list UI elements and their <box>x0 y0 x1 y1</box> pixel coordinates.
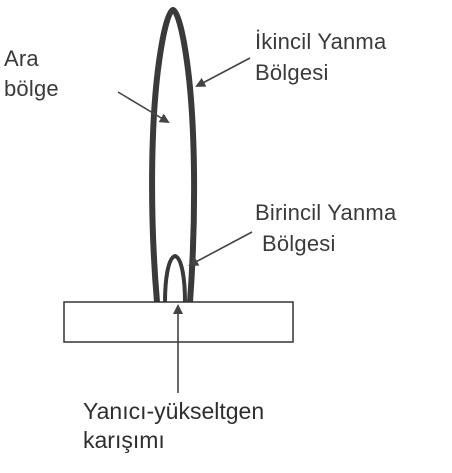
primary-zone-label-line2: Bölgesi <box>262 231 336 257</box>
secondary-zone-label-line1: İkincil Yanma <box>255 29 386 55</box>
mixture-label-line2: karışımı <box>83 426 165 454</box>
secondary-zone-arrow <box>197 58 250 86</box>
secondary-zone-label-line2: Bölgesi <box>255 60 329 86</box>
intermediate-zone-arrow <box>118 92 168 122</box>
primary-zone-arrow <box>190 232 252 265</box>
intermediate-zone-label-line2: bölge <box>4 76 59 102</box>
intermediate-zone-label-line1: Ara <box>4 46 39 72</box>
inner-flame-cone <box>165 256 185 302</box>
primary-zone-label-line1: Birincil Yanma <box>255 200 396 226</box>
mixture-label-line1: Yanıcı-yükseltgen <box>83 397 264 425</box>
